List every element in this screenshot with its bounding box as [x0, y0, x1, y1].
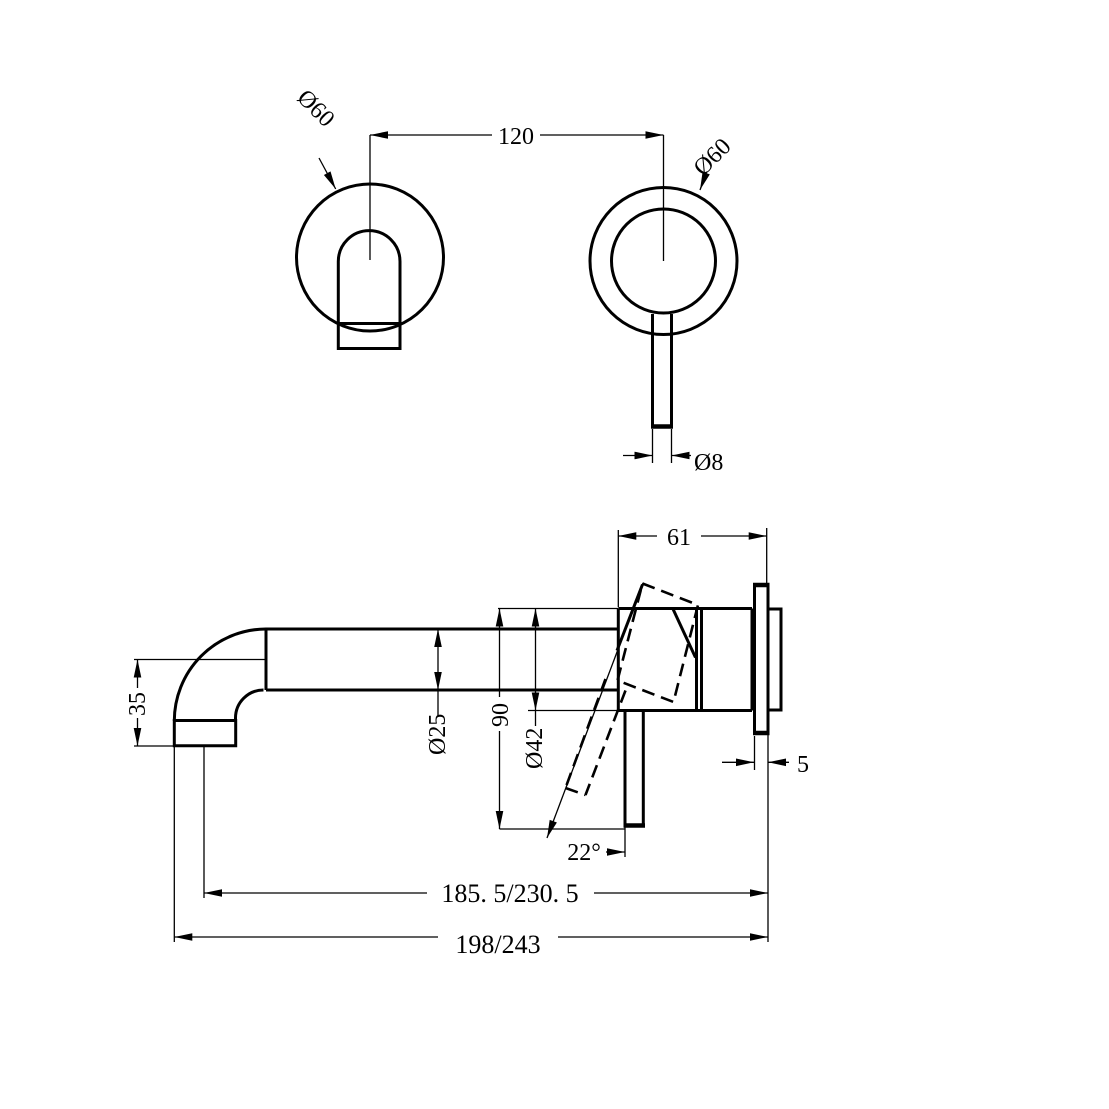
dim-handle-swing-angle: 22°	[546, 582, 644, 866]
dim-escutcheon-diameter: Ø42	[522, 608, 618, 769]
dim-5-label: 5	[797, 752, 809, 778]
dim-lever-diameter: Ø8	[623, 429, 723, 476]
dim-35-label: 35	[125, 692, 151, 716]
dim-body-projection: 61	[617, 525, 768, 607]
body-joint-lines	[695, 608, 703, 711]
lever-front-bar	[651, 314, 673, 426]
lever-dashed-position	[564, 678, 627, 797]
dim-d60-left-label: Ø60	[292, 85, 340, 133]
dim-reach2-label: 198/243	[455, 930, 540, 959]
spout-outer-bend	[172, 627, 267, 722]
dim-61-label: 61	[667, 525, 691, 551]
dim-reach1-label: 185. 5/230. 5	[441, 879, 578, 908]
lever-side-bar	[623, 711, 645, 824]
handle-face-right	[671, 608, 697, 659]
spout-outlet-cap	[172, 719, 238, 748]
spout-front-outline	[336, 229, 402, 350]
dim-spout-diameter: Ø25	[425, 629, 451, 755]
spout-inner-bend	[234, 688, 264, 721]
dim-drop-height: 35	[125, 658, 266, 747]
label-flange-diameter-right: Ø60	[689, 134, 737, 191]
handle-dashed-position	[615, 581, 700, 704]
dim-d42-label: Ø42	[522, 728, 548, 769]
label-flange-diameter-left: Ø60	[292, 85, 340, 190]
dim-d8-label: Ø8	[694, 450, 723, 476]
dim-d25-label: Ø25	[425, 714, 451, 755]
side-view-spout	[172, 627, 619, 748]
dim-handle-height: 90	[488, 607, 625, 830]
dim-120-label: 120	[498, 124, 534, 150]
dim-reach-to-outlet-center: 185. 5/230. 5	[203, 733, 769, 942]
in-wall-body	[768, 607, 783, 712]
dim-center-distance: 120	[369, 124, 665, 261]
dim-22deg-label: 22°	[567, 840, 601, 866]
dim-90-label: 90	[488, 703, 514, 727]
dim-d60-right-label: Ø60	[689, 134, 737, 182]
dim-plate-thickness: 5	[722, 736, 809, 778]
dim-overall-reach: 198/243	[173, 746, 768, 959]
wall-plate	[753, 585, 770, 733]
